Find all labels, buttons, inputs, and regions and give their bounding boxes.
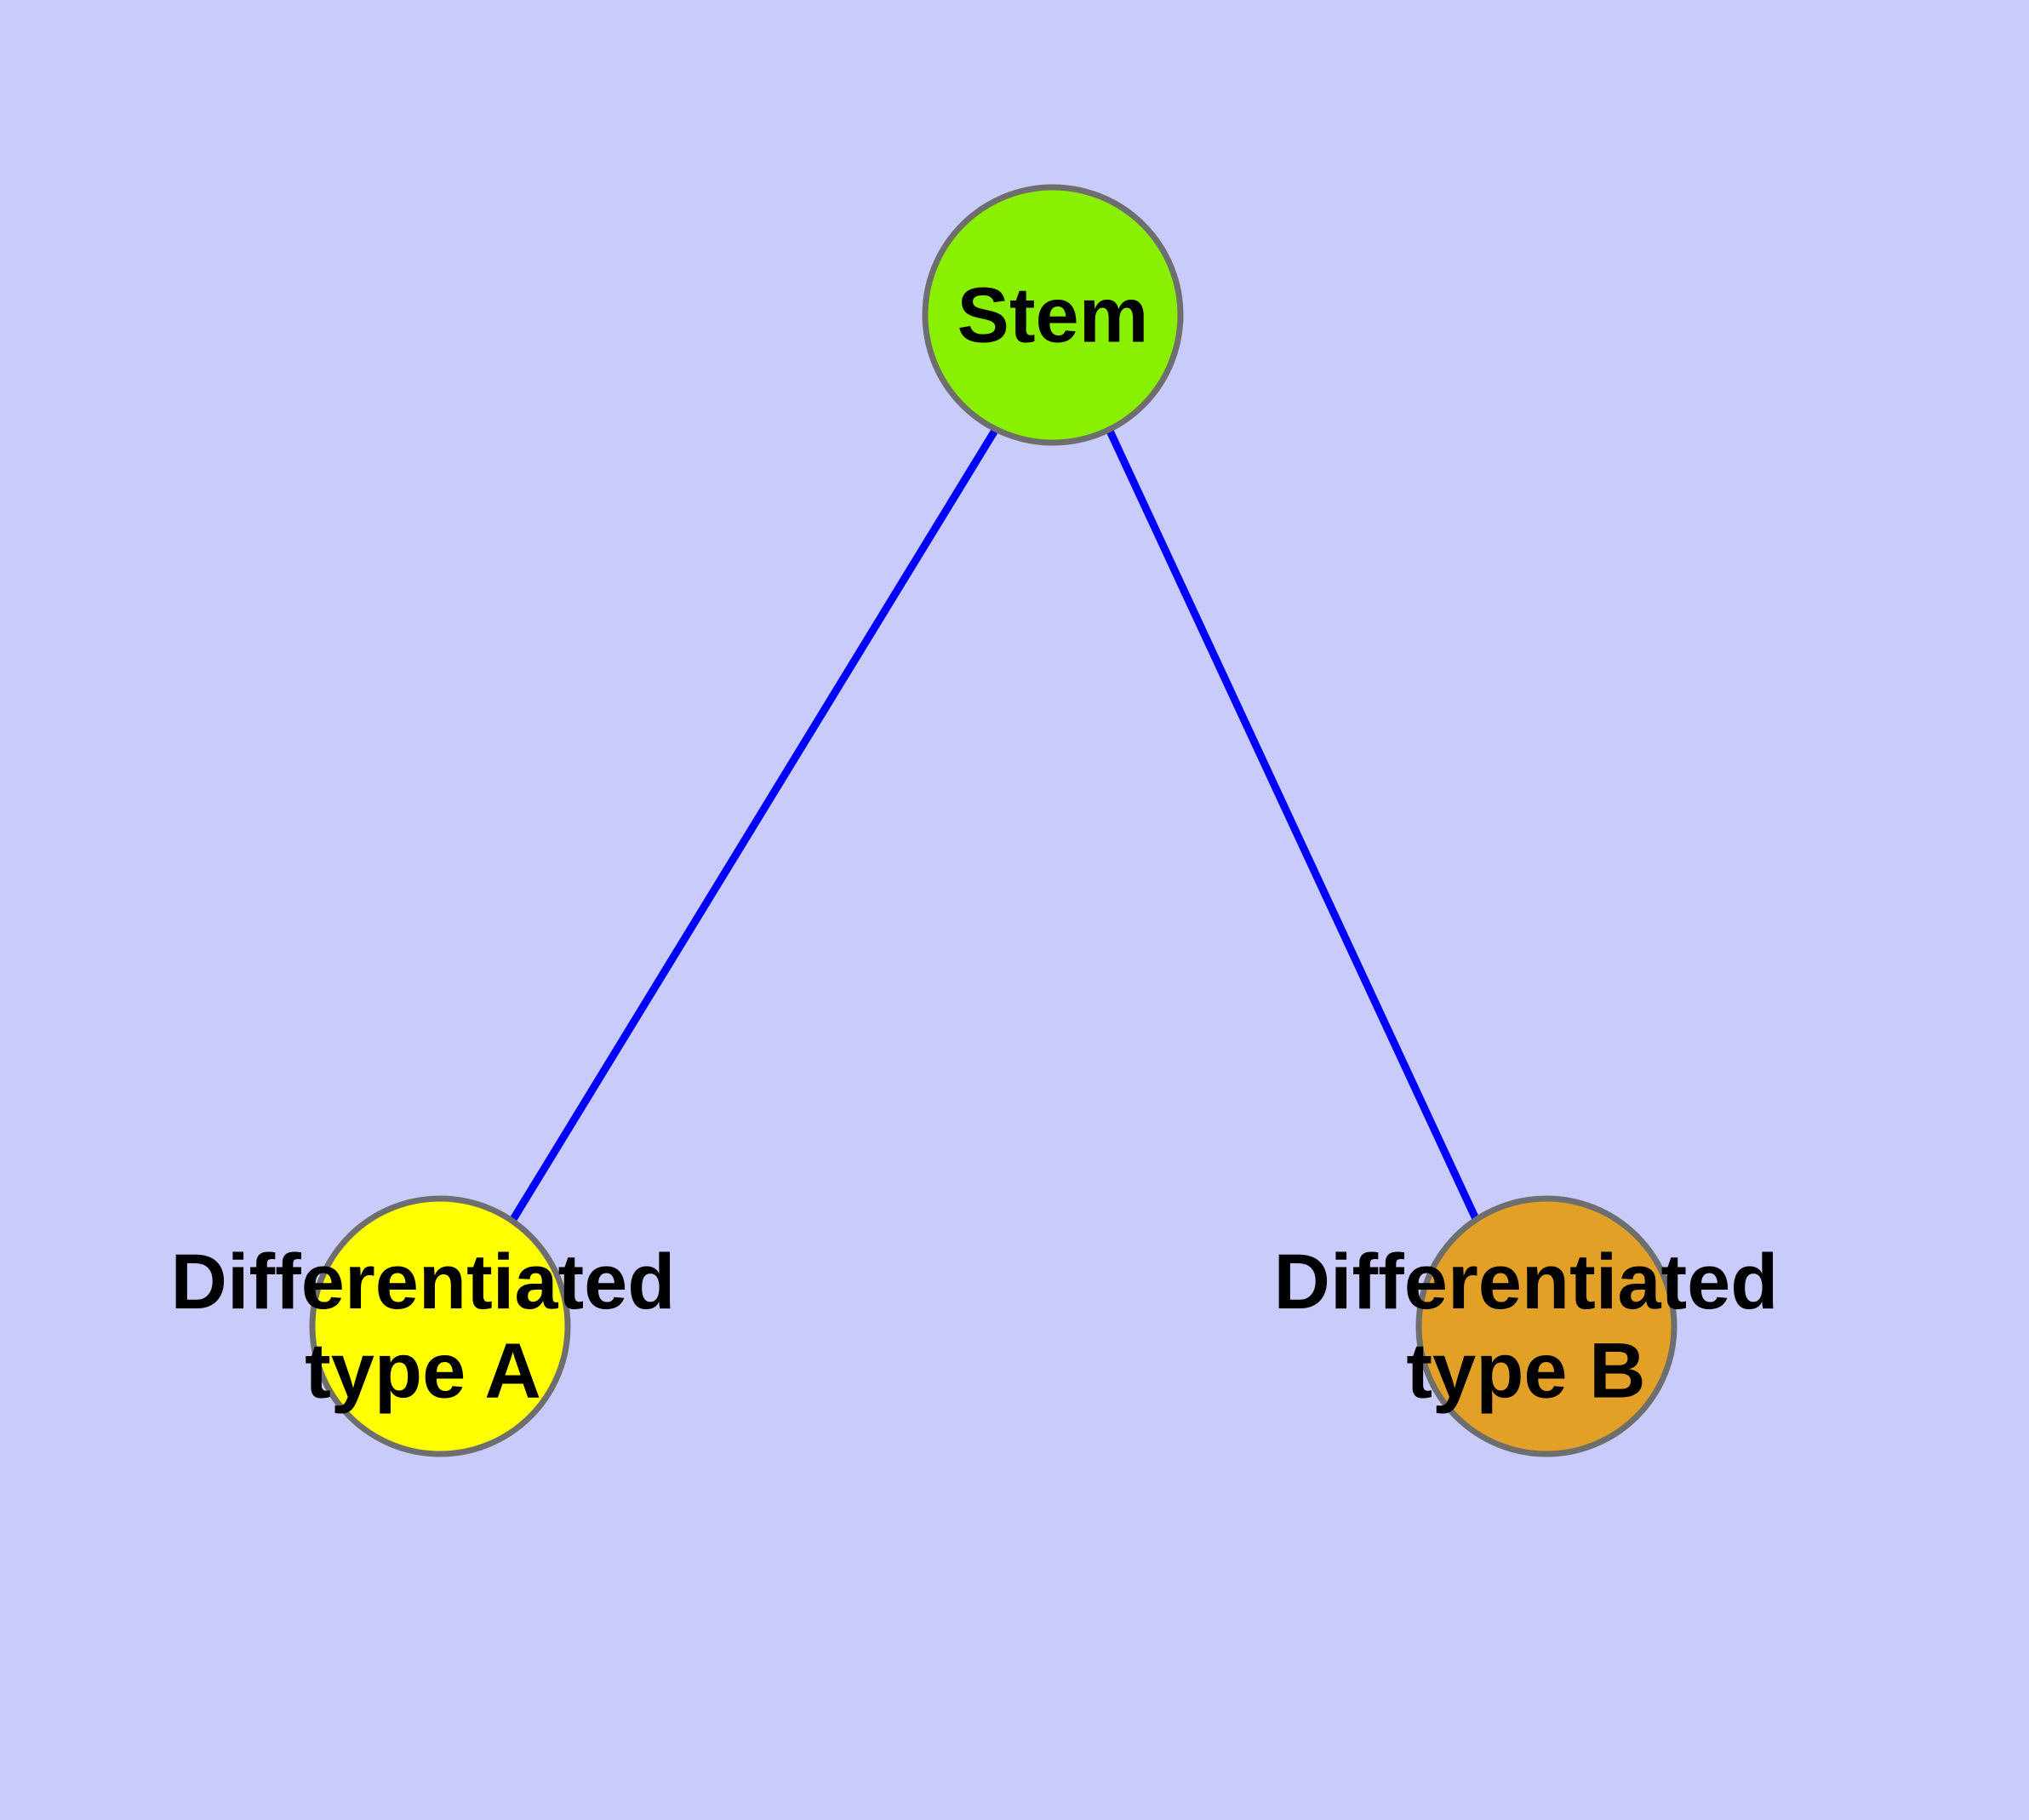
nodes-group	[309, 184, 1677, 1457]
node-label-line: type B	[1406, 1328, 1645, 1415]
node-label-line: Differentiated	[1274, 1239, 1779, 1325]
node-label-line: type A	[305, 1328, 541, 1415]
node-label-stem: Stem	[957, 272, 1149, 358]
edge-stem-to-diff-b[interactable]	[1105, 427, 1481, 1222]
node-diff-b[interactable]	[1415, 1195, 1677, 1457]
node-diff-a[interactable]	[309, 1195, 571, 1457]
edge-stem-to-diff-a[interactable]	[509, 426, 999, 1223]
node-stem[interactable]	[922, 184, 1184, 446]
node-label-line: Differentiated	[171, 1239, 676, 1325]
node-label-line: Stem	[957, 272, 1149, 358]
edges-group	[509, 426, 1481, 1223]
